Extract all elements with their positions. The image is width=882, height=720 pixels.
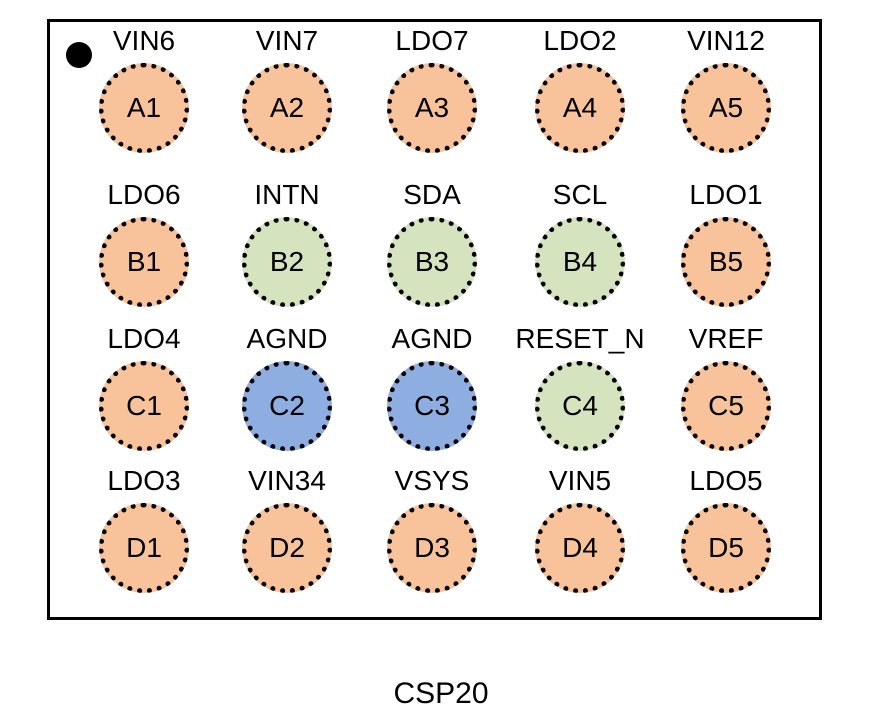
ball-id-d4: D4 <box>562 532 598 563</box>
ball-b5: B5 <box>681 217 771 307</box>
ball-b4: B4 <box>535 217 625 307</box>
ball-id-b2: B2 <box>269 246 305 277</box>
ball-id-c3: C3 <box>414 390 450 421</box>
ball-c1: C1 <box>99 361 189 451</box>
ball-c2: C2 <box>242 361 332 451</box>
ball-a2: A2 <box>242 63 332 153</box>
ball-id-b4: B4 <box>562 246 598 277</box>
ball-d2: D2 <box>242 503 332 593</box>
signal-label-a3: LDO7 <box>395 25 469 56</box>
signal-label-a5: VIN12 <box>687 25 765 56</box>
ball-id-a3: A3 <box>414 92 450 123</box>
ball-id-c4: C4 <box>562 390 598 421</box>
ball-id-a1: A1 <box>126 92 162 123</box>
ball-d3: D3 <box>387 503 477 593</box>
signal-label-b5: LDO1 <box>689 179 763 210</box>
ball-id-c5: C5 <box>708 390 744 421</box>
ball-id-c1: C1 <box>126 390 162 421</box>
signal-label-c4: RESET_N <box>515 323 645 354</box>
signal-label-c5: VREF <box>688 323 764 354</box>
signal-label-a1: VIN6 <box>112 25 176 56</box>
ball-c5: C5 <box>681 361 771 451</box>
ball-id-c2: C2 <box>269 390 305 421</box>
ball-b2: B2 <box>242 217 332 307</box>
ball-id-b1: B1 <box>126 246 162 277</box>
ball-b1: B1 <box>99 217 189 307</box>
ball-c3: C3 <box>387 361 477 451</box>
ball-d5: D5 <box>681 503 771 593</box>
ball-c4: C4 <box>535 361 625 451</box>
ball-id-a2: A2 <box>269 92 305 123</box>
ball-a3: A3 <box>387 63 477 153</box>
signal-label-c2: AGND <box>246 323 328 354</box>
signal-label-c3: AGND <box>391 323 473 354</box>
ball-id-b5: B5 <box>708 246 744 277</box>
signal-label-d2: VIN34 <box>248 465 326 496</box>
signal-label-b1: LDO6 <box>107 179 181 210</box>
ball-id-a5: A5 <box>708 92 744 123</box>
signal-label-d4: VIN5 <box>548 465 612 496</box>
signal-label-d1: LDO3 <box>107 465 181 496</box>
signal-label-c1: LDO4 <box>107 323 181 354</box>
ball-id-b3: B3 <box>414 246 450 277</box>
signal-label-d3: VSYS <box>394 465 470 496</box>
signal-label-b2: INTN <box>254 179 320 210</box>
ball-b3: B3 <box>387 217 477 307</box>
ball-a4: A4 <box>535 63 625 153</box>
signal-label-a2: VIN7 <box>255 25 319 56</box>
ball-id-d2: D2 <box>269 532 305 563</box>
ball-a1: A1 <box>99 63 189 153</box>
package-name: CSP20 <box>393 677 489 710</box>
signal-label-d5: LDO5 <box>689 465 763 496</box>
ball-a5: A5 <box>681 63 771 153</box>
ball-id-d5: D5 <box>708 532 744 563</box>
ball-d4: D4 <box>535 503 625 593</box>
ball-id-d3: D3 <box>414 532 450 563</box>
ball-id-d1: D1 <box>126 532 162 563</box>
signal-label-b3: SDA <box>403 179 461 210</box>
ball-d1: D1 <box>99 503 189 593</box>
pin1-marker-dot <box>66 42 92 68</box>
ball-id-a4: A4 <box>562 92 598 123</box>
signal-label-a4: LDO2 <box>543 25 617 56</box>
signal-label-b4: SCL <box>552 179 608 210</box>
